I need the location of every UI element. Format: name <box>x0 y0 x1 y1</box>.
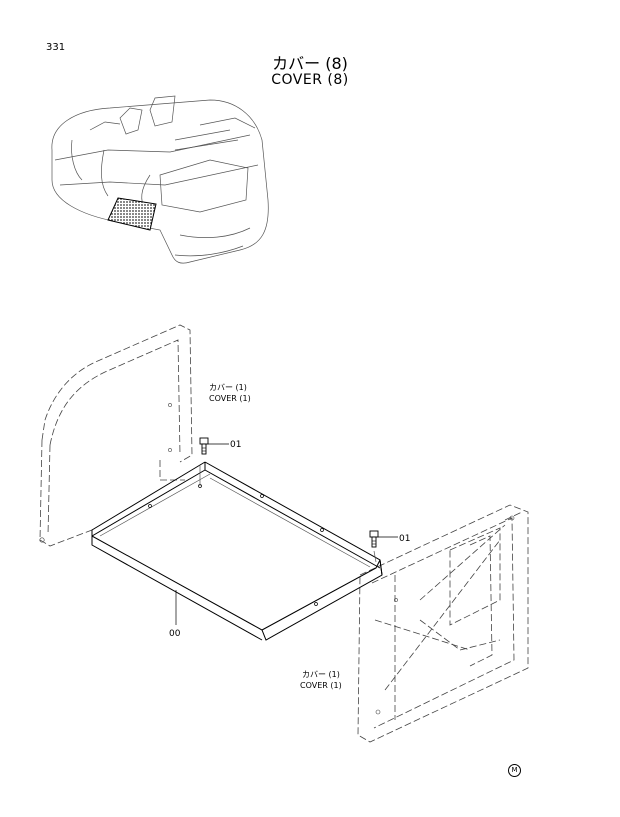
page-title-english: COVER (8) <box>271 72 349 88</box>
note-lower-japanese: カバー (1) <box>302 670 340 679</box>
left-side-panel-phantom <box>39 324 193 547</box>
bolt-upper <box>199 437 229 455</box>
callout-bolt-lower: 01 <box>399 534 410 544</box>
right-side-panel-phantom <box>357 504 529 743</box>
highlighted-cover-area <box>107 197 157 231</box>
cover-plate <box>91 461 383 641</box>
machine-overview-illustration <box>51 95 269 264</box>
footer-circled-mark: M <box>508 764 521 777</box>
note-lower-english: COVER (1) <box>300 681 342 690</box>
callout-cover-plate: 00 <box>169 629 181 639</box>
bolt-lower <box>369 530 398 548</box>
note-upper-japanese: カバー (1) <box>209 383 247 392</box>
note-upper-english: COVER (1) <box>209 394 251 403</box>
callout-bolt-upper: 01 <box>230 440 241 450</box>
page-title-japanese: カバー (8) <box>272 54 348 73</box>
page-number: 331 <box>46 42 66 53</box>
